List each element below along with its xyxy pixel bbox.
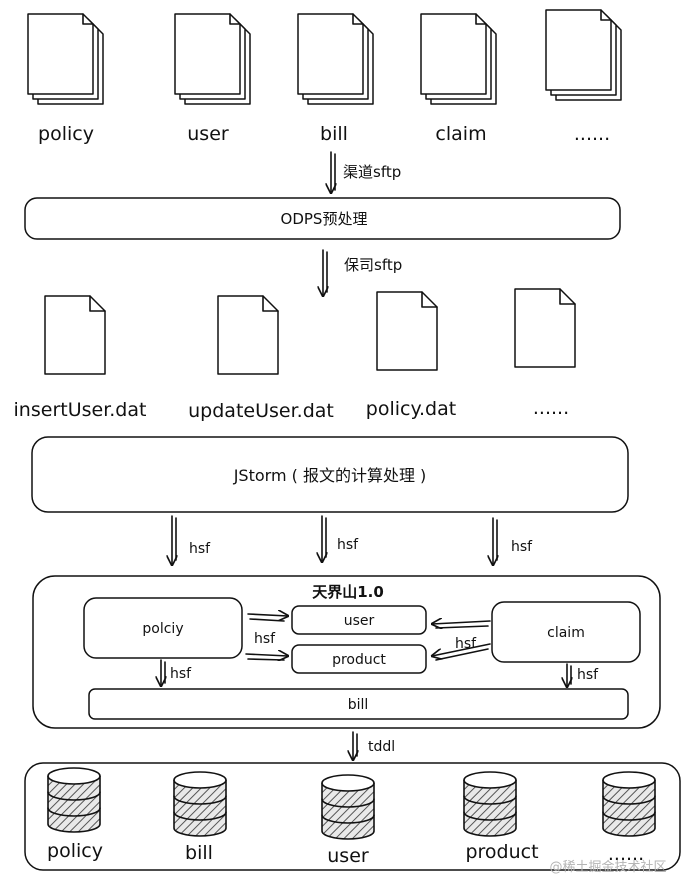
top-file-label: claim: [435, 123, 486, 145]
bill-box: [88, 688, 629, 720]
jstorm-box: JStorm ( 报文的计算处理 ): [31, 436, 629, 513]
watermark: @稀土掘金技术社区: [549, 859, 666, 875]
dat-file-label: insertUser.dat: [14, 399, 147, 421]
claim-box: [491, 601, 641, 663]
database-icon: [173, 771, 227, 837]
file-stack-icon: [420, 13, 497, 105]
polciy-label: polciy: [142, 621, 183, 637]
hsf-arrows: hsf hsf hsf: [172, 515, 533, 565]
tianjieshan-system: 天界山1.0 polciy user product claim bill hs…: [32, 575, 661, 729]
hsf-label: hsf: [455, 636, 477, 652]
top-file-label: bill: [320, 123, 348, 145]
file-stack-icon: [545, 9, 622, 101]
bill-label: bill: [348, 697, 369, 713]
database-label: policy: [47, 840, 103, 862]
user-box: [291, 605, 427, 635]
top-file-label: policy: [38, 123, 94, 145]
odps-label: ODPS预处理: [281, 210, 368, 228]
file-stack-icon: [297, 13, 374, 105]
database-icon: [321, 774, 375, 840]
top-file-label: ......: [574, 123, 610, 145]
dat-files-row: insertUser.dat updateUser.dat policy.dat…: [14, 288, 576, 422]
database-label: product: [465, 841, 538, 863]
dat-file-label: ......: [533, 397, 569, 419]
arrow-tddl: tddl: [353, 731, 395, 760]
hsf-label: hsf: [189, 541, 211, 557]
tddl-label: tddl: [368, 739, 395, 755]
odps-box: ODPS预处理: [24, 197, 621, 240]
polciy-box: [83, 597, 243, 659]
hsf-label: hsf: [511, 539, 533, 555]
arrow-insurer-sftp: 保司sftp: [323, 249, 402, 296]
jstorm-label: JStorm ( 报文的计算处理 ): [233, 466, 427, 485]
file-icon: [376, 291, 438, 371]
top-files-row: policy user bill claim ......: [27, 9, 622, 145]
dat-file-label: updateUser.dat: [188, 400, 334, 422]
database-icon: [463, 771, 517, 837]
database-label: ......: [608, 843, 644, 865]
file-stack-icon: [174, 13, 251, 105]
user-label: user: [344, 613, 375, 629]
database-label: user: [327, 845, 369, 867]
claim-label: claim: [547, 625, 585, 641]
top-file-label: user: [187, 123, 229, 145]
hsf-label: hsf: [170, 666, 192, 682]
dat-file-label: policy.dat: [366, 398, 456, 420]
database-layer: policy bill user product ......: [24, 762, 681, 871]
system-title: 天界山1.0: [312, 583, 384, 601]
hsf-label: hsf: [337, 537, 359, 553]
file-icon: [44, 295, 106, 375]
database-icon: [47, 767, 101, 833]
arrow-label: 渠道sftp: [343, 163, 401, 181]
product-label: product: [332, 652, 386, 668]
database-label: bill: [185, 842, 213, 864]
arrow-channel-sftp: 渠道sftp: [331, 151, 401, 193]
hsf-label: hsf: [577, 667, 599, 683]
product-box: [291, 644, 427, 674]
hsf-label: hsf: [254, 631, 276, 647]
file-stack-icon: [27, 13, 104, 105]
file-icon: [514, 288, 576, 368]
arrow-label: 保司sftp: [344, 256, 402, 274]
database-icon: [602, 771, 656, 837]
file-icon: [217, 295, 279, 375]
